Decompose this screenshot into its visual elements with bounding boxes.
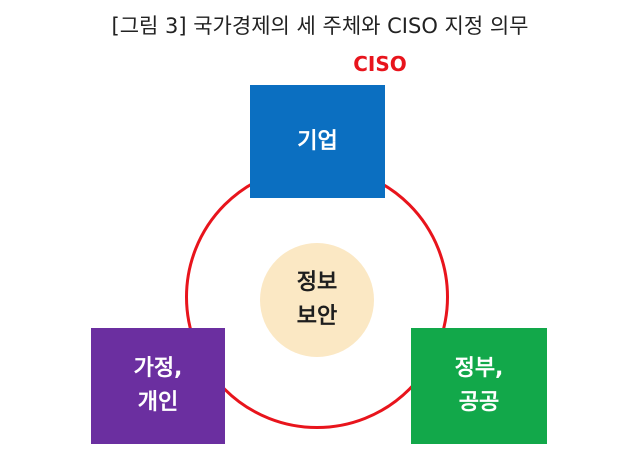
figure-title: [그림 3] 국가경제의 세 주체와 CISO 지정 의무	[111, 14, 529, 38]
household-node: 가정, 개인	[91, 328, 225, 444]
core-label: 정보 보안	[297, 266, 337, 334]
core-label-line1: 정보	[296, 270, 338, 295]
household-label-line2: 개인	[137, 390, 179, 415]
information-security-core: 정보 보안	[260, 243, 374, 357]
ciso-label: CISO	[353, 52, 407, 76]
government-label: 정부, 공공	[455, 352, 504, 420]
company-label-line1: 기업	[297, 128, 338, 154]
household-label-line1: 가정,	[133, 356, 183, 381]
government-label-line1: 정부,	[454, 356, 504, 381]
core-label-line2: 보안	[296, 304, 338, 329]
company-label: 기업	[297, 125, 337, 159]
government-label-line2: 공공	[458, 390, 500, 415]
company-node: 기업	[250, 85, 385, 198]
household-label: 가정, 개인	[134, 352, 183, 420]
government-node: 정부, 공공	[411, 328, 547, 444]
